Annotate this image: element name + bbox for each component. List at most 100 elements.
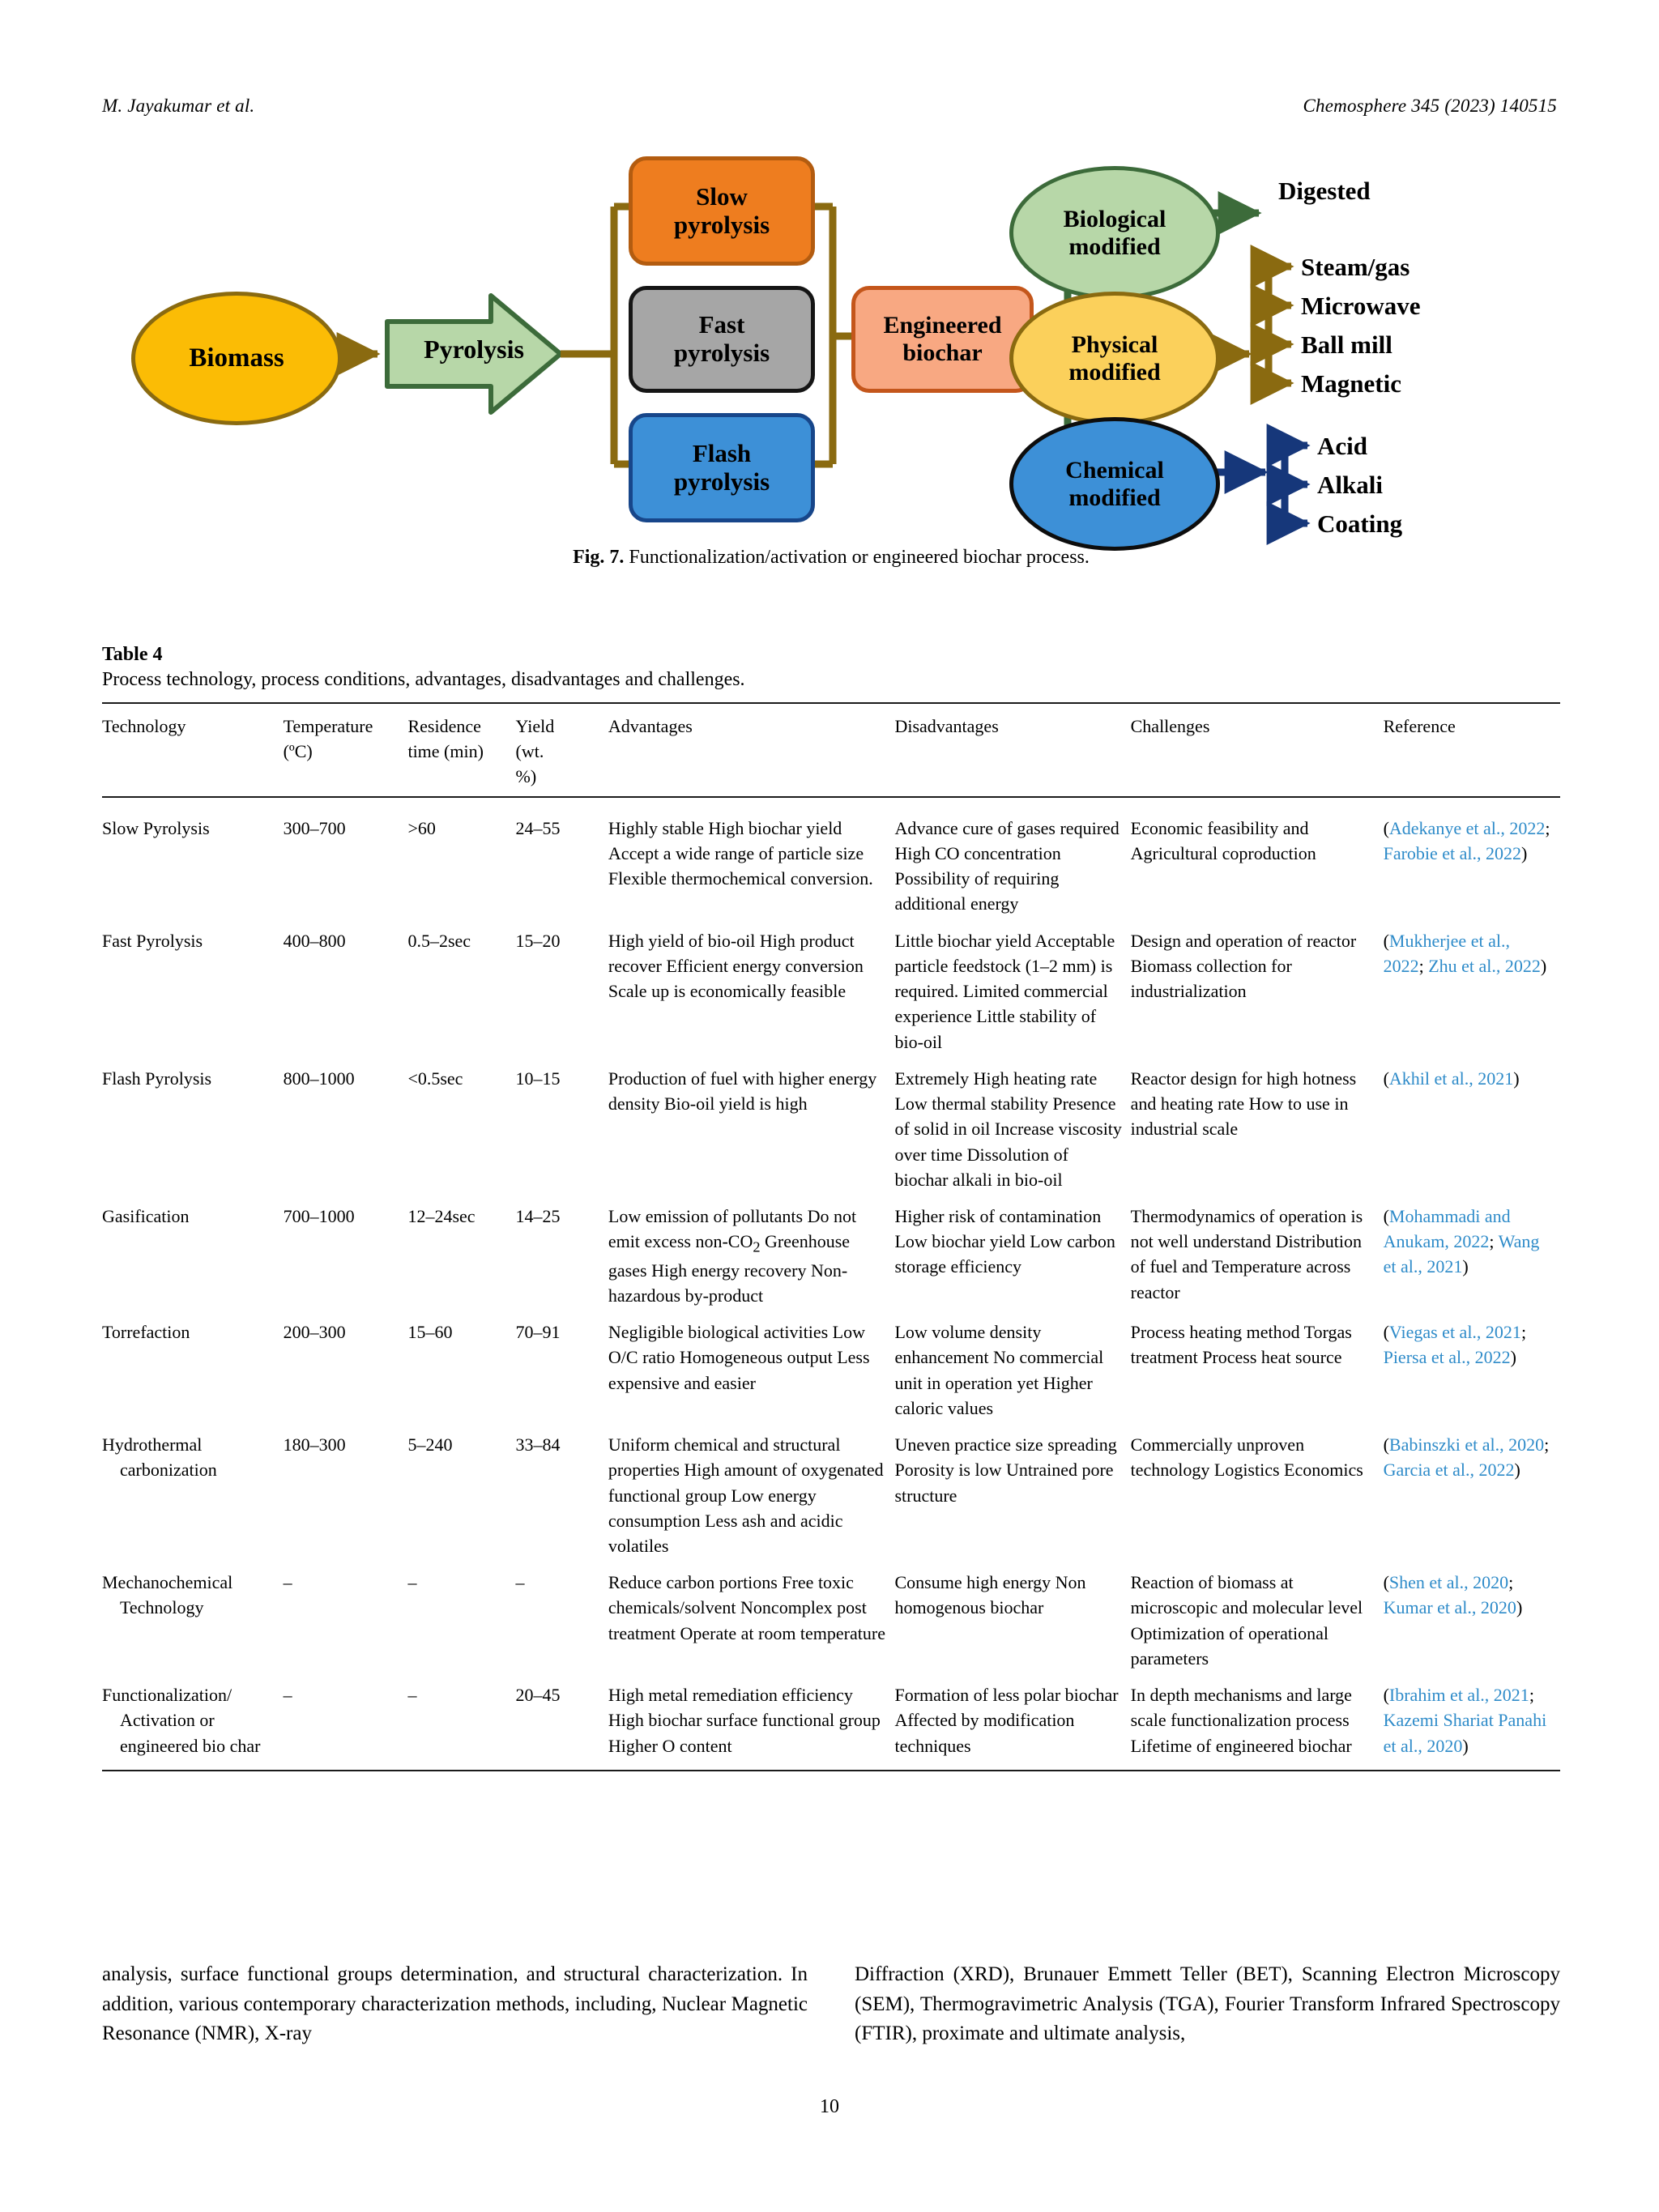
cell-residence-time: 12–24sec (407, 1205, 476, 1226)
reference-link[interactable]: Akhil et al., 2021 (1388, 1068, 1514, 1089)
cell-yield: 24–55 (515, 817, 561, 838)
cell-technology: Flash Pyrolysis (102, 1068, 212, 1089)
node-slow-pyrolysis: Slow pyrolysis (629, 156, 815, 266)
node-physical-modified: Physical modified (1009, 292, 1220, 425)
node-biological-modified: Biological modified (1009, 166, 1220, 300)
cell-technology: Slow Pyrolysis (102, 817, 210, 838)
cell-advantages: Highly stable High biochar yield Accept … (608, 817, 873, 889)
cell-challenges: Reactor design for high hotness and heat… (1130, 1068, 1357, 1140)
cell-residence-time: – (407, 1572, 417, 1593)
body-column-right: Diffraction (XRD), Brunauer Emmett Telle… (855, 1963, 1560, 2044)
reference-punctuation: ( (1383, 1685, 1389, 1706)
cell-yield: 33–84 (515, 1434, 561, 1455)
node-fast-pyrolysis: Fast pyrolysis (629, 286, 815, 393)
reference-link[interactable]: Piersa et al., 2022 (1383, 1347, 1511, 1368)
reference-punctuation: ; (1520, 1322, 1527, 1343)
node-chemical-label: Chemical modified (1065, 456, 1164, 511)
col-header-advantages: Advantages (608, 716, 693, 736)
reference-punctuation: ( (1383, 1205, 1389, 1226)
reference-punctuation: ) (1521, 842, 1528, 863)
terminal-alkali: Alkali (1317, 471, 1383, 499)
table-number: Table 4 (102, 644, 163, 665)
reference-link[interactable]: Viegas et al., 2021 (1388, 1322, 1521, 1343)
body-column-left: analysis, surface functional groups dete… (102, 1963, 808, 2044)
terminal-digested: Digested (1278, 177, 1371, 205)
col-header-disadvantages: Disadvantages (894, 716, 999, 736)
cell-temperature: 180–300 (283, 1434, 346, 1455)
cell-reference: (Mukherjee et al., 2022; Zhu et al., 202… (1384, 920, 1560, 1058)
cell-yield: – (515, 1572, 525, 1593)
node-fast-label: Fast pyrolysis (673, 310, 770, 367)
cell-reference: (Viegas et al., 2021; Piersa et al., 202… (1384, 1311, 1560, 1424)
cell-residence-time: >60 (407, 817, 436, 838)
col-header-challenges: Challenges (1130, 716, 1210, 736)
node-engineered-biochar: Engineered biochar (851, 286, 1034, 393)
cell-disadvantages: Advance cure of gases required High CO c… (894, 817, 1120, 914)
reference-punctuation: ) (1540, 955, 1547, 976)
reference-link[interactable]: Farobie et al., 2022 (1383, 842, 1522, 863)
cell-advantages: Negligible biological activities Low O/C… (608, 1322, 870, 1393)
reference-link[interactable]: Zhu et al., 2022 (1428, 955, 1541, 976)
cell-disadvantages: Extremely High heating rate Low thermal … (894, 1068, 1122, 1190)
terminal-coating: Coating (1317, 509, 1403, 538)
cell-challenges: Thermodynamics of operation is not well … (1130, 1205, 1363, 1302)
reference-link[interactable]: Garcia et al., 2022 (1383, 1460, 1515, 1481)
reference-punctuation: ( (1383, 1068, 1389, 1089)
cell-advantages: High metal remediation efficiency High b… (608, 1685, 881, 1756)
cell-advantages: Uniform chemical and structural properti… (608, 1434, 884, 1556)
reference-punctuation: ( (1383, 1434, 1389, 1455)
cell-temperature: – (283, 1572, 292, 1593)
cell-reference: (Mohammadi and Anukam, 2022; Wang et al.… (1384, 1196, 1560, 1311)
reference-link[interactable]: Babinszki et al., 2020 (1388, 1434, 1545, 1455)
body-text: analysis, surface functional groups dete… (102, 1960, 1560, 2049)
figure-caption-label: Fig. 7. (573, 547, 625, 568)
reference-link[interactable]: Mohammadi and Anukam, 2022 (1383, 1205, 1511, 1252)
node-engineered-label: Engineered biochar (883, 312, 1002, 366)
reference-link[interactable]: Mukherjee et al., 2022 (1383, 930, 1510, 976)
table-caption: Process technology, process conditions, … (102, 669, 745, 690)
col-header-technology: Technology (102, 716, 186, 736)
reference-link[interactable]: Kazemi Shariat Panahi et al., 2020 (1383, 1710, 1547, 1756)
reference-link[interactable]: Shen et al., 2020 (1388, 1572, 1509, 1593)
cell-disadvantages: Higher risk of contamination Low biochar… (894, 1205, 1115, 1277)
reference-punctuation: ( (1383, 930, 1389, 951)
cell-advantages: Production of fuel with higher energy de… (608, 1068, 877, 1115)
cell-advantages: Reduce carbon portions Free toxic chemic… (608, 1572, 885, 1643)
cell-temperature: 700–1000 (283, 1205, 355, 1226)
terminal-steam-gas: Steam/gas (1301, 253, 1410, 281)
reference-link[interactable]: Adekanye et al., 2022 (1388, 817, 1546, 838)
node-chemical-modified: Chemical modified (1009, 417, 1220, 551)
node-biological-label: Biological modified (1063, 205, 1166, 260)
cell-residence-time: <0.5sec (407, 1068, 463, 1089)
col-header-temperature: Temperature(ºC) (283, 716, 373, 762)
cell-disadvantages: Low volume density enhancement No commer… (894, 1322, 1104, 1418)
cell-reference: (Ibrahim et al., 2021; Kazemi Shariat Pa… (1384, 1674, 1560, 1762)
reference-link[interactable]: Kumar et al., 2020 (1383, 1597, 1516, 1618)
col-header-yield: Yield(wt.%) (515, 716, 555, 787)
cell-disadvantages: Formation of less polar biochar Affected… (894, 1685, 1119, 1756)
terminal-magnetic: Magnetic (1301, 369, 1401, 398)
cell-technology: Torrefaction (102, 1322, 190, 1343)
cell-yield: 20–45 (515, 1685, 561, 1706)
reference-punctuation: ) (1510, 1347, 1516, 1368)
reference-punctuation: ( (1383, 1572, 1389, 1593)
node-physical-label: Physical modified (1068, 330, 1161, 386)
reference-link[interactable]: Ibrahim et al., 2021 (1388, 1685, 1529, 1706)
cell-challenges: In depth mechanisms and large scale func… (1130, 1685, 1352, 1756)
cell-technology: Fast Pyrolysis (102, 930, 203, 951)
reference-link[interactable]: Wang et al., 2021 (1383, 1231, 1540, 1277)
node-biomass: Biomass (131, 292, 342, 425)
reference-punctuation: ) (1462, 1256, 1469, 1277)
cell-residence-time: 15–60 (407, 1322, 453, 1343)
figure-7: Biomass Pyrolysis Slow pyrolysis Fast py… (102, 142, 1560, 568)
